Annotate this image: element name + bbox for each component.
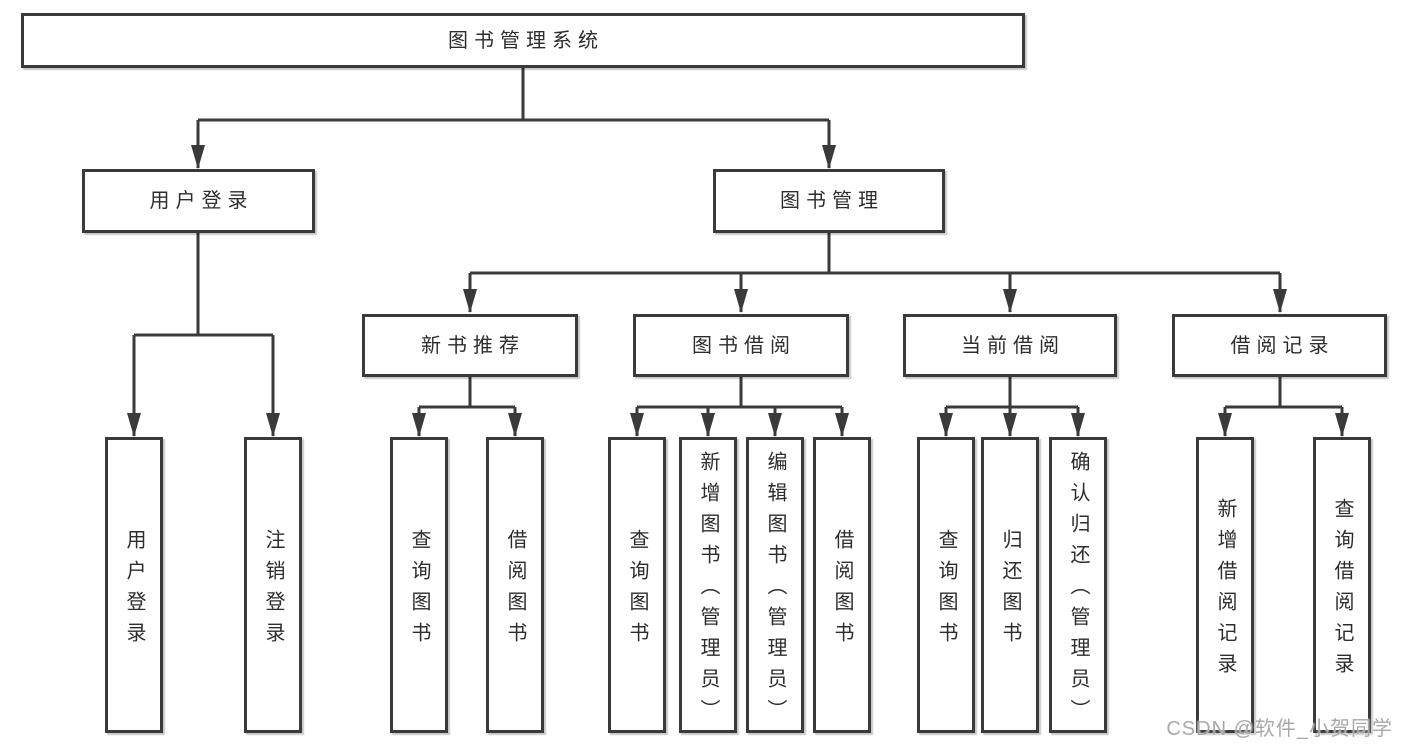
node-label: 借阅记录	[1230, 334, 1335, 357]
node-label: 查询图书	[408, 528, 430, 653]
node-bb-add-books-admin: 新增图书（管理员）	[679, 437, 737, 733]
node-new-book-recommendation: 新书推荐	[362, 314, 578, 377]
node-label: 新书推荐	[421, 334, 525, 357]
node-label: 用户登录	[149, 190, 254, 212]
node-library-management-system: 图书管理系统	[21, 13, 1025, 68]
node-label: 查询图书	[626, 528, 648, 653]
node-current-borrowing: 当前借阅	[903, 314, 1117, 377]
node-cb-return-books: 归还图书	[981, 437, 1039, 733]
node-label: 图书管理系统	[448, 29, 604, 52]
node-cb-query-books: 查询图书	[917, 437, 975, 733]
node-book-borrowing: 图书借阅	[633, 314, 849, 377]
node-nb-borrow-books: 借阅图书	[486, 437, 544, 733]
node-label: 查询图书	[935, 528, 957, 653]
node-label: 借阅图书	[504, 528, 526, 653]
node-label: 用户登录	[123, 528, 145, 653]
csdn-watermark: CSDN @软件_小贺同学	[1166, 718, 1393, 740]
node-label: 确认归还（管理员）	[1067, 451, 1089, 730]
node-br-query-record: 查询借阅记录	[1313, 437, 1371, 733]
node-user-login-leaf: 用户登录	[105, 437, 163, 733]
node-logout-leaf: 注销登录	[244, 437, 302, 733]
node-label: 借阅图书	[831, 528, 853, 653]
node-user-login: 用户登录	[82, 169, 315, 233]
node-bb-borrow-books: 借阅图书	[813, 437, 871, 733]
node-book-management: 图书管理	[713, 169, 945, 233]
node-label: 图书管理	[780, 190, 884, 212]
node-label: 新增借阅记录	[1214, 497, 1236, 684]
node-bb-query-books: 查询图书	[608, 437, 666, 733]
node-label: 查询借阅记录	[1331, 497, 1353, 684]
node-label: 归还图书	[999, 528, 1021, 653]
node-label: 当前借阅	[961, 334, 1065, 357]
node-nb-query-books: 查询图书	[390, 437, 448, 733]
node-borrowing-records: 借阅记录	[1172, 314, 1387, 377]
node-label: 新增图书（管理员）	[697, 451, 719, 730]
node-br-add-record: 新增借阅记录	[1196, 437, 1254, 733]
node-label: 注销登录	[262, 528, 284, 653]
node-label: 图书借阅	[692, 334, 796, 357]
node-cb-confirm-return-admin: 确认归还（管理员）	[1049, 437, 1107, 733]
node-label: 编辑图书（管理员）	[764, 451, 786, 730]
node-bb-edit-books-admin: 编辑图书（管理员）	[746, 437, 804, 733]
